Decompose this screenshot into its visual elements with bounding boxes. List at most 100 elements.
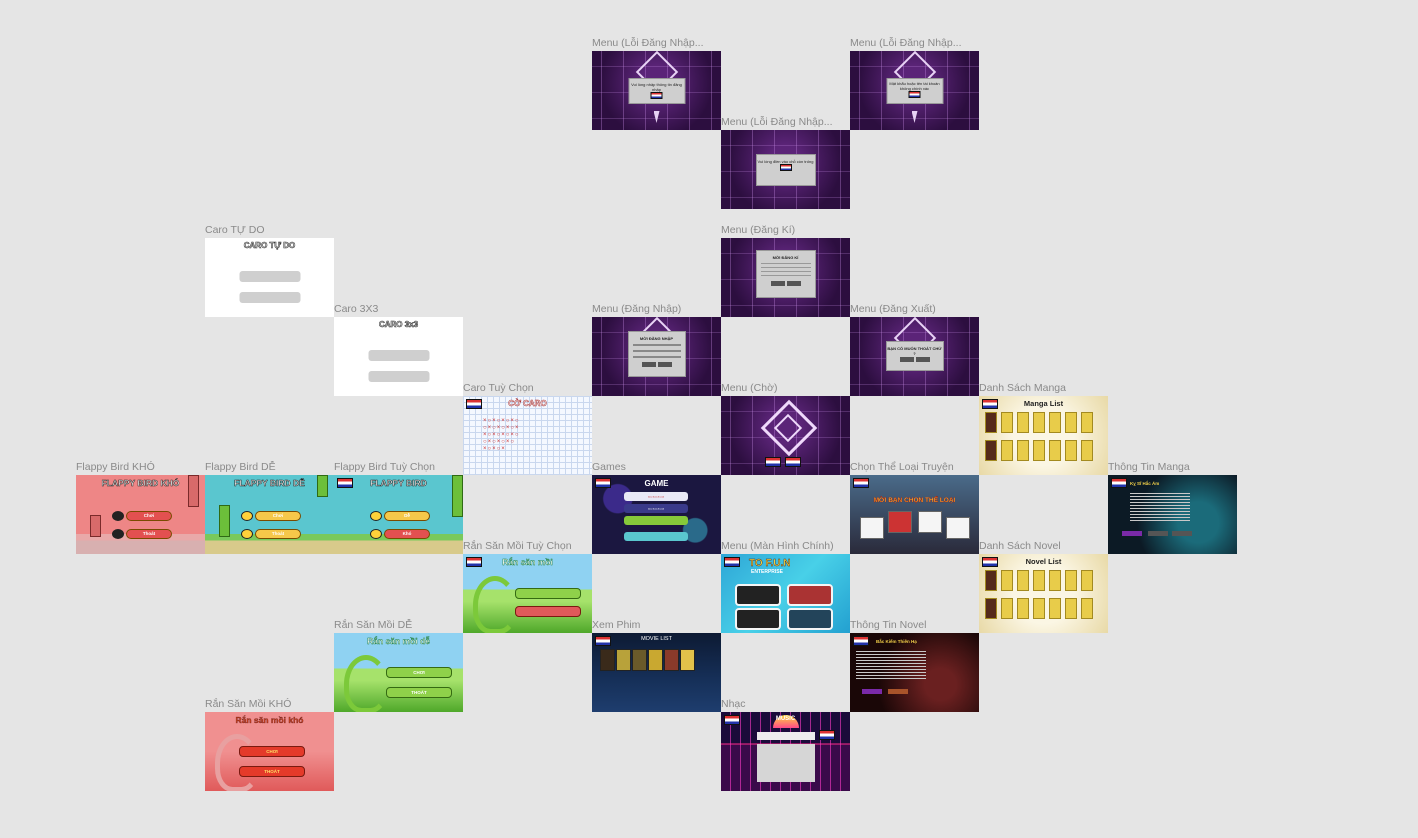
pipe	[219, 505, 230, 537]
frame-label: Games	[592, 461, 626, 473]
hard-button	[515, 606, 581, 617]
frame-caro-choose[interactable]: Caro Tuỳ Chọn CỜ CARO ×○×○×○×○○×○×○×○××○…	[463, 382, 592, 475]
bird-icon	[241, 511, 253, 521]
flag-icon	[785, 457, 801, 467]
frame-thumbnail: MỜI BẠN CHỌN THỂ LOẠI	[850, 475, 979, 554]
frame-snake-choose[interactable]: Rắn Săn Mồi Tuỳ Chọn Rắn săn mồi	[463, 540, 592, 633]
frame-thumbnail: Vui lòng điền vào chỗ còn trống	[721, 130, 850, 209]
frame-novel-info[interactable]: Thông Tin Novel Bắc Kiếm Thiên Hạ	[850, 619, 979, 712]
menu-bar	[239, 271, 300, 282]
frame-flappy-easy[interactable]: Flappy Bird DỄ FLAPPY BIRD DỄ Chơi Thoát	[205, 461, 334, 554]
caro-title: CARO 3x3	[378, 320, 419, 330]
dialog-text: Vui lòng điền vào chỗ còn trống	[757, 159, 814, 164]
manga-cover	[1065, 412, 1077, 433]
novel-cover	[985, 598, 997, 619]
frame-label: Menu (Màn Hình Chính)	[721, 540, 834, 552]
flag-icon	[779, 164, 792, 171]
novel-cover	[1081, 570, 1093, 591]
movie-list-title: MOVIE LIST	[641, 636, 672, 642]
frame-snake-hard[interactable]: Rắn Săn Mồi KHÓ Rắn săn mồi khó CHƠI THO…	[205, 698, 334, 791]
frame-manga-info[interactable]: Thông Tin Manga Kỵ Sĩ Hắc Ám	[1108, 461, 1237, 554]
manga-cover	[1033, 412, 1045, 433]
flag-icon	[982, 557, 998, 567]
game-title: FLAPPY BIRD DỄ	[234, 478, 305, 489]
frame-menu-logout[interactable]: Menu (Đăng Xuất) BẠN CÓ MUỐN THOÁT CHỨ ?	[850, 303, 979, 396]
chapter-button	[1172, 531, 1192, 536]
manga-cover	[1049, 412, 1061, 433]
error-dialog: Mật khẩu hoặc tên tài khoản không chính …	[886, 78, 943, 104]
frame-novel-list[interactable]: Danh Sách Novel Novel List	[979, 540, 1108, 633]
form-fields	[760, 263, 811, 277]
caro-game-button-2: ×○×○×○×	[624, 504, 688, 513]
flag-icon	[1111, 478, 1127, 488]
pipe	[452, 475, 463, 517]
chapter-button	[1148, 531, 1168, 536]
flag-icon	[908, 91, 921, 98]
frame-thumbnail: Mật khẩu hoặc tên tài khoản không chính …	[850, 51, 979, 130]
frame-music[interactable]: Nhạc MUSIC	[721, 698, 850, 791]
frame-menu-login-error-1[interactable]: Menu (Lỗi Đăng Nhập... Vui lòng nhập thô…	[592, 37, 721, 130]
frame-label: Xem Phim	[592, 619, 641, 631]
frame-snake-easy[interactable]: Rắn Săn Mồi DỄ Rắn săn mồi dễ CHƠI THOÁT	[334, 619, 463, 712]
flag-icon	[819, 730, 835, 740]
snake-icon	[473, 576, 517, 633]
frame-games[interactable]: Games GAME ×○×○×○× ×○×○×○×	[592, 461, 721, 554]
frame-menu-login-error-3[interactable]: Menu (Lỗi Đăng Nhập... Mật khẩu hoặc tên…	[850, 37, 979, 130]
novel-cover	[1081, 598, 1093, 619]
games-title: GAME	[644, 479, 669, 488]
manga-cover	[1001, 412, 1013, 433]
frame-label: Thông Tin Novel	[850, 619, 927, 631]
flappy-game-button	[624, 532, 688, 541]
emblem-tail-icon	[911, 111, 918, 123]
novel-cover	[1049, 598, 1061, 619]
flag-icon	[595, 478, 611, 488]
frame-label: Thông Tin Manga	[1108, 461, 1190, 473]
frame-menu-login[interactable]: Menu (Đăng Nhập) MỜI ĐĂNG NHẬP	[592, 303, 721, 396]
frame-label: Danh Sách Manga	[979, 382, 1066, 394]
novel-cover	[1001, 570, 1013, 591]
frame-genre[interactable]: Chọn Thể Loại Truyện MỜI BẠN CHỌN THỂ LO…	[850, 461, 979, 554]
novel-cover	[1033, 598, 1045, 619]
bird-icon	[112, 511, 124, 521]
frame-flappy-hard[interactable]: Flappy Bird KHÓ FLAPPY BIRD KHÓ Chơi Tho…	[76, 461, 205, 554]
genre-card	[918, 511, 942, 533]
hard-button: Khó	[384, 529, 430, 539]
movie-poster	[680, 649, 695, 671]
frame-flappy-choose[interactable]: Flappy Bird Tuỳ Chọn FLAPPY BIRD Dễ Khó	[334, 461, 463, 554]
frame-label: Nhạc	[721, 698, 746, 710]
frame-label: Rắn Săn Mồi KHÓ	[205, 698, 292, 710]
frame-label: Flappy Bird KHÓ	[76, 461, 155, 473]
novel-cover	[1049, 570, 1061, 591]
frame-menu-register[interactable]: Menu (Đăng Kí) MỜI ĐĂNG KÍ	[721, 224, 850, 317]
frame-caro-free[interactable]: Caro TỰ DO CARO TỰ DO	[205, 224, 334, 317]
flag-icon	[466, 399, 482, 409]
frame-menu-login-error-2[interactable]: Menu (Lỗi Đăng Nhập... Vui lòng điền vào…	[721, 116, 850, 209]
frame-manga-list[interactable]: Danh Sách Manga Manga List	[979, 382, 1108, 475]
manga-cover	[1001, 440, 1013, 461]
menu-bar	[368, 350, 429, 361]
playlist-panel	[757, 744, 815, 782]
novel-cover	[1065, 598, 1077, 619]
read-button	[862, 689, 882, 694]
frame-thumbnail: Novel List	[979, 554, 1108, 633]
flag-icon	[595, 636, 611, 646]
manga-description	[1130, 493, 1190, 521]
form-fields	[632, 344, 681, 358]
frame-thumbnail: Bắc Kiếm Thiên Hạ	[850, 633, 979, 712]
frame-thumbnail: TO F.U.N ENTERPRISE	[721, 554, 850, 633]
movie-poster	[616, 649, 631, 671]
register-button	[657, 362, 672, 367]
pipe	[188, 475, 199, 507]
frame-caro-3x3[interactable]: Caro 3X3 CARO 3x3	[334, 303, 463, 396]
frame-main-menu[interactable]: Menu (Màn Hình Chính) TO F.U.N ENTERPRIS…	[721, 540, 850, 633]
frame-menu-wait[interactable]: Menu (Chờ)	[721, 382, 850, 475]
main-subtitle: ENTERPRISE	[751, 569, 783, 575]
frame-label: Chọn Thể Loại Truyện	[850, 461, 954, 473]
frame-thumbnail: CỜ CARO ×○×○×○×○○×○×○×○××○×○×○×○○×○×○×○×…	[463, 396, 592, 475]
pipe	[317, 475, 328, 497]
frame-movies[interactable]: Xem Phim MOVIE LIST	[592, 619, 721, 712]
frame-thumbnail: CARO 3x3	[334, 317, 463, 396]
play-button: Chơi	[255, 511, 301, 521]
frame-label: Rắn Săn Mồi Tuỳ Chọn	[463, 540, 572, 552]
pipe	[90, 515, 101, 537]
